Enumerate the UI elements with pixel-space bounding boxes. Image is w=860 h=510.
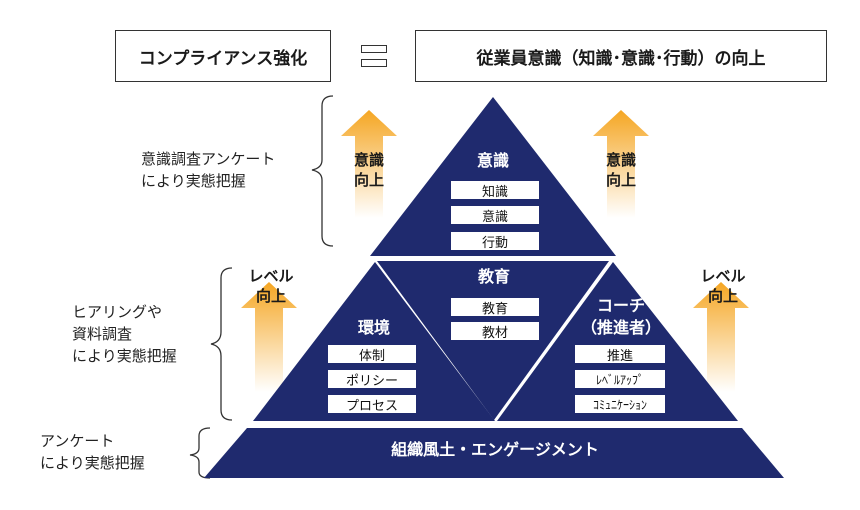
side-label-bottom: アンケート により実態把握 <box>40 432 145 472</box>
top-item-knowledge: 知識 <box>450 180 540 200</box>
arrow-label-mid-left: レベル 向上 <box>248 267 294 305</box>
left-item-structure: 体制 <box>327 344 417 364</box>
center-triangle-title: 教育 <box>477 267 510 286</box>
base-trapezoid <box>204 428 784 478</box>
arrow-top-right <box>593 110 649 218</box>
employee-awareness-box: 従業員意識（知識･意識･行動）の向上 <box>415 30 827 82</box>
left-triangle <box>253 262 495 421</box>
right-triangle-title: コーチ （推進者） <box>580 296 661 337</box>
compliance-label: コンプライアンス強化 <box>138 48 308 69</box>
top-triangle-title: 意識 <box>476 151 509 170</box>
top-item-awareness: 意識 <box>450 205 540 225</box>
top-triangle <box>370 97 616 256</box>
base-title: 組織風土・エンゲージメント <box>391 440 599 459</box>
center-item-materials: 教材 <box>450 321 540 341</box>
right-item-communication: ｺﾐｭﾆｹｰｼｮﾝ <box>574 394 666 414</box>
employee-awareness-label: 従業員意識（知識･意識･行動）の向上 <box>476 48 766 69</box>
arrow-label-top-left: 意識 向上 <box>353 151 384 189</box>
bracket-bottom <box>189 427 211 479</box>
compliance-box: コンプライアンス強化 <box>115 30 331 82</box>
left-triangle-title: 環境 <box>357 318 390 337</box>
side-label-top: 意識調査アンケート により実態把握 <box>141 150 276 190</box>
bracket-top <box>311 95 334 247</box>
center-item-education: 教育 <box>450 297 540 317</box>
right-item-promotion: 推進 <box>574 344 666 364</box>
arrow-mid-left <box>241 282 297 392</box>
arrow-mid-right <box>693 282 749 392</box>
arrow-top-left <box>341 110 397 218</box>
arrow-label-mid-right: レベル 向上 <box>700 267 746 305</box>
top-item-action: 行動 <box>450 231 540 251</box>
left-item-process: プロセス <box>327 394 417 414</box>
right-item-level-up: ﾚﾍﾞﾙｱｯﾌﾟ <box>574 369 666 389</box>
left-item-policy: ポリシー <box>327 369 417 389</box>
arrow-label-top-right: 意識 向上 <box>605 151 636 189</box>
right-triangle <box>497 262 738 421</box>
bracket-middle <box>210 267 233 421</box>
side-label-middle: ヒアリングや 資料調査 により実態把握 <box>72 303 177 365</box>
